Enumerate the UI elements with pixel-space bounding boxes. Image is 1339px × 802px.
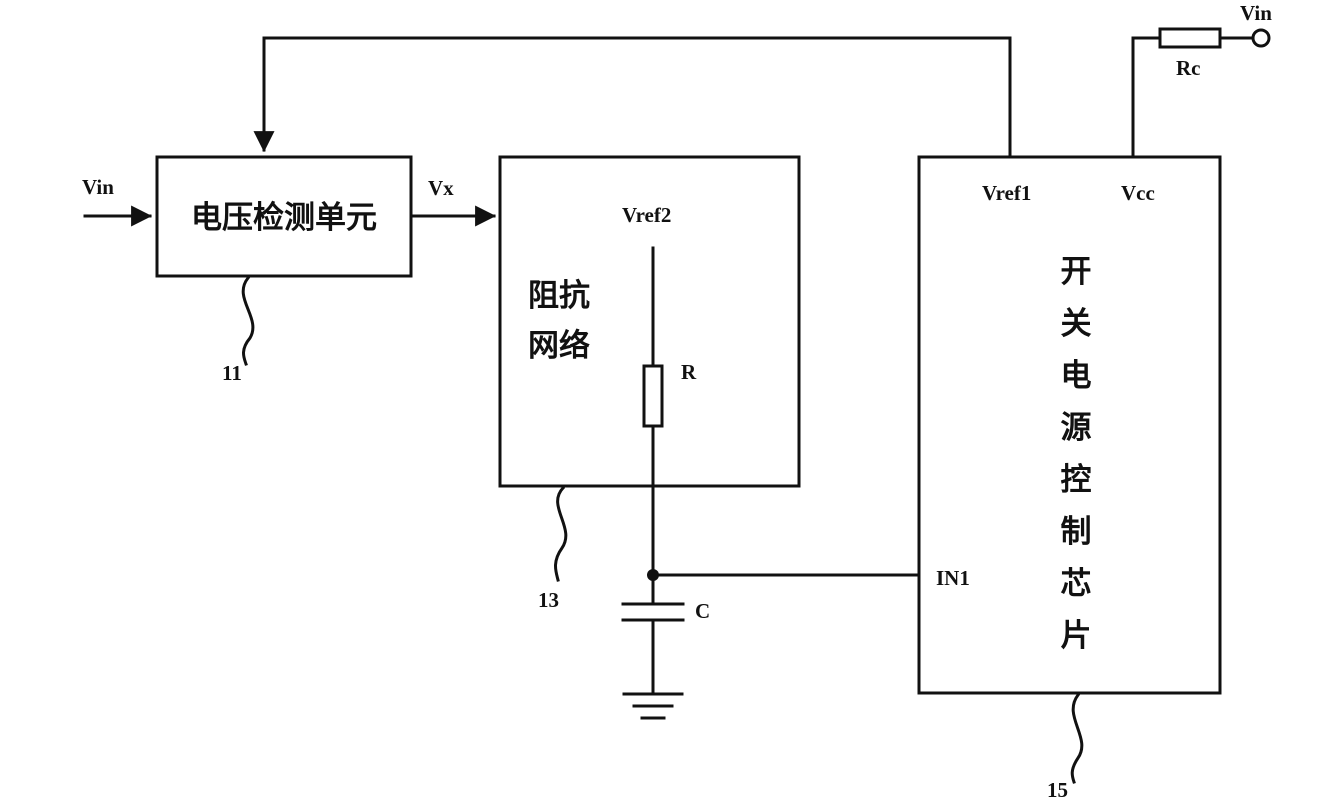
resistor-r-label: R (681, 360, 697, 384)
controller-label-char: 片 (1061, 618, 1092, 654)
controller-label-char: 源 (1061, 410, 1092, 446)
voltage-detect-ref-leader (241, 275, 255, 366)
controller-label-char: 电 (1061, 358, 1092, 394)
controller-label-char: 开 (1061, 254, 1092, 290)
resistor-rc-label: Rc (1176, 56, 1201, 80)
vin-left-label: Vin (82, 175, 114, 199)
controller-block (917, 155, 1222, 695)
voltage-detect-ref: 11 (222, 361, 242, 385)
controller-label-char: 关 (1061, 306, 1092, 342)
controller-label-char: 制 (1061, 514, 1092, 550)
impedance-network-label-2: 网络 (528, 328, 590, 364)
capacitor-c-label: C (695, 599, 710, 623)
pin-vref1-label: Vref1 (982, 181, 1031, 205)
pin-in1-label: IN1 (936, 566, 970, 590)
impedance-network-block (498, 155, 801, 488)
impedance-network-ref: 13 (538, 588, 559, 612)
impedance-ref-leader (554, 485, 568, 582)
pin-vcc-label: Vcc (1121, 181, 1155, 205)
controller-label-char: 控 (1061, 462, 1092, 498)
resistor-rc (1158, 27, 1222, 49)
vref2-label: Vref2 (622, 203, 671, 227)
voltage-detect-label: 电压检测单元 (191, 200, 377, 236)
vx-label: Vx (428, 176, 454, 200)
impedance-network-label-1: 阻抗 (528, 278, 590, 314)
feedback-wire (253, 36, 1012, 159)
resistor-r (642, 364, 664, 428)
vin-terminal (1251, 28, 1271, 48)
controller-ref-leader (1070, 692, 1084, 784)
controller-ref: 15 (1047, 778, 1068, 802)
vin-top-label: Vin (1240, 1, 1272, 25)
vcc-wire (1131, 36, 1162, 159)
controller-label-char: 芯 (1061, 566, 1092, 602)
